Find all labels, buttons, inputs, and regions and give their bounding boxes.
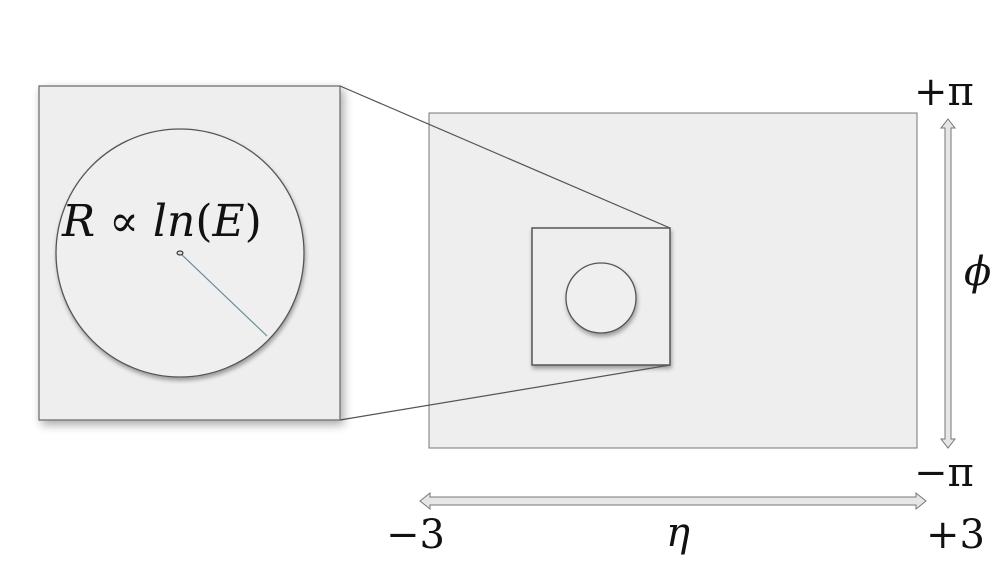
phi-arrow bbox=[939, 118, 957, 449]
phi-top-label: +π bbox=[914, 69, 974, 115]
zoom-line-bottom bbox=[339, 364, 671, 421]
center-dot bbox=[176, 250, 184, 256]
formula-E: E bbox=[212, 196, 245, 247]
roi-circle bbox=[565, 262, 637, 334]
formula-open: ( bbox=[195, 196, 213, 247]
phi-variable-label: ϕ bbox=[964, 249, 992, 295]
zoom-line-top bbox=[339, 85, 671, 229]
eta-right-label: +3 bbox=[926, 512, 985, 558]
formula-close: ) bbox=[244, 196, 262, 247]
formula-ln: ln bbox=[152, 196, 196, 247]
radius-line bbox=[179, 252, 268, 337]
phi-bottom-label: −π bbox=[914, 450, 974, 496]
eta-phi-plane bbox=[428, 112, 918, 449]
formula-label: R ∝ ln(E) bbox=[62, 200, 262, 244]
eta-left-label: −3 bbox=[386, 512, 445, 558]
eta-arrow bbox=[419, 491, 927, 511]
formula-R: R bbox=[62, 196, 96, 247]
formula-prop: ∝ bbox=[109, 196, 139, 247]
eta-variable-label: η bbox=[666, 510, 690, 556]
